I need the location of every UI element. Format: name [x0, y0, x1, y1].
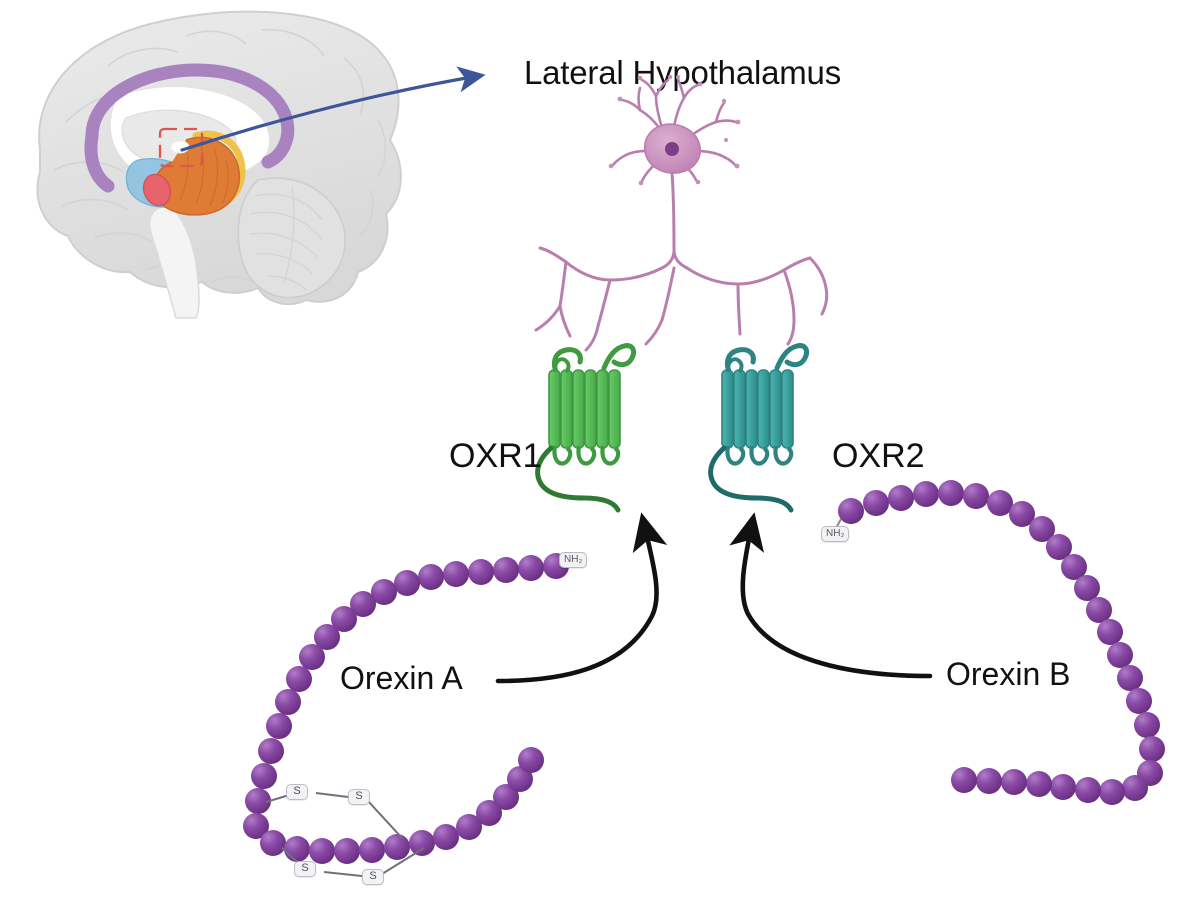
- oxr2-label: OXR2: [832, 437, 925, 475]
- orexin-b-label: Orexin B: [946, 656, 1071, 692]
- disulfide-tag-s-3: S: [294, 861, 316, 877]
- disulfide-tag-s-2: S: [348, 789, 370, 805]
- cingulate-gyrus: [84, 63, 295, 193]
- orexin-a-nh2-terminus-tag: NH₂: [559, 552, 588, 568]
- orexin-b-nh2-terminus-tag: NH₂: [821, 526, 850, 542]
- disulfide-tag-s-4: S: [362, 869, 384, 885]
- oxr1-receptor: [535, 343, 637, 513]
- disulfide-tag-s-1: S: [286, 784, 308, 800]
- neuron-axon: [534, 171, 829, 352]
- oxr2-receptor: [708, 343, 810, 513]
- orexin-a-chain: [243, 553, 581, 864]
- orexin-a-label: Orexin A: [340, 660, 463, 696]
- neuron-soma: [644, 123, 701, 174]
- lateral-hypothalamus-label: Lateral Hypothalamus: [524, 54, 842, 91]
- hypothalamus-pointer-arrow: [180, 66, 486, 152]
- orexin-b-chain: [834, 480, 1165, 805]
- orexin-a-to-oxr1-arrow: [495, 512, 668, 684]
- dendrite-spine-dots: [608, 74, 741, 186]
- amygdala: [142, 173, 172, 207]
- neuron-nucleus: [665, 142, 679, 156]
- oxr1-label: OXR1: [449, 437, 542, 475]
- orexin-b-to-oxr2-arrow: [729, 512, 933, 679]
- oxr2-helices: [721, 369, 794, 449]
